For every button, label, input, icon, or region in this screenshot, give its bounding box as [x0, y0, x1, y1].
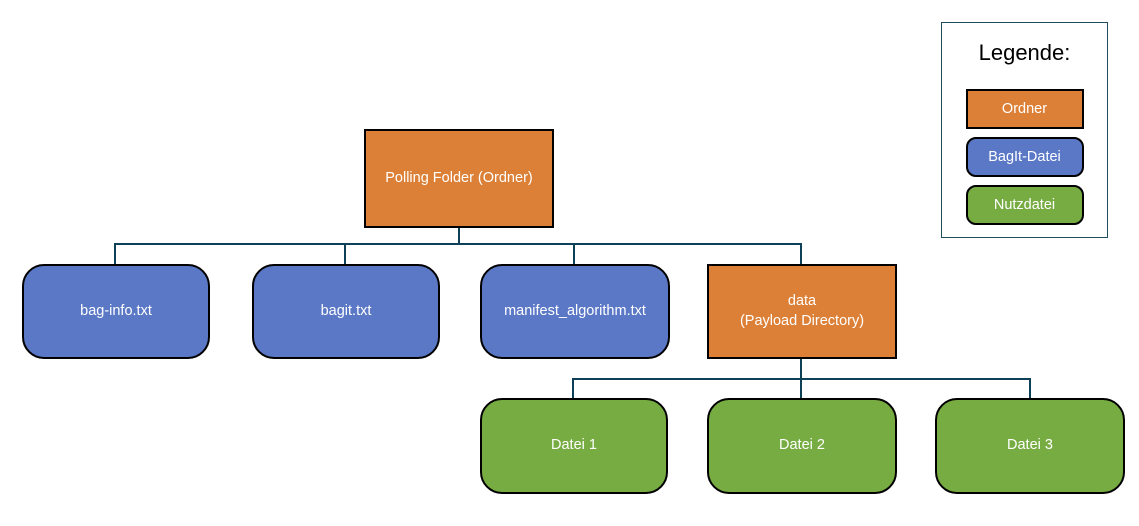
node-datei-1: Datei 1	[480, 398, 668, 494]
node-manifest-algorithm-txt-label: manifest_algorithm.txt	[504, 302, 646, 319]
connector-drop-bagit	[344, 243, 346, 264]
connector-data-stem	[800, 359, 802, 379]
connector-drop-datei2	[800, 378, 802, 398]
legend-item-ordner-label: Ordner	[1001, 101, 1048, 117]
connector-drop-datei3	[1029, 378, 1031, 398]
node-bag-info-txt: bag-info.txt	[22, 264, 210, 359]
legend-box: Legende: Ordner BagIt-Datei Nutzdatei	[941, 22, 1108, 238]
connector-root-stem	[458, 228, 460, 245]
node-data-payload-directory-label: data (Payload Directory)	[739, 292, 865, 329]
node-bagit-txt: bagit.txt	[252, 264, 440, 359]
node-data-payload-directory: data (Payload Directory)	[707, 264, 897, 359]
connector-drop-datei1	[572, 378, 574, 398]
connector-level1-rail	[114, 243, 802, 245]
legend-item-bagit-datei-label: BagIt-Datei	[988, 149, 1061, 165]
connector-drop-manifest	[573, 243, 575, 264]
legend-item-nutzdatei-label: Nutzdatei	[993, 197, 1056, 213]
legend-title: Legende:	[978, 40, 1071, 65]
node-datei-1-label: Datei 1	[551, 437, 597, 454]
connector-drop-data	[800, 243, 802, 264]
legend-item-nutzdatei: Nutzdatei	[965, 185, 1084, 225]
node-polling-folder: Polling Folder (Ordner)	[364, 129, 554, 228]
legend-item-bagit-datei: BagIt-Datei	[965, 137, 1084, 177]
node-datei-2: Datei 2	[707, 398, 897, 494]
node-manifest-algorithm-txt: manifest_algorithm.txt	[480, 264, 670, 359]
node-datei-3-label: Datei 3	[1007, 437, 1053, 454]
node-datei-2-label: Datei 2	[779, 437, 825, 454]
legend-item-ordner: Ordner	[965, 89, 1084, 129]
node-bag-info-txt-label: bag-info.txt	[80, 302, 152, 319]
node-bagit-txt-label: bagit.txt	[320, 302, 372, 319]
node-datei-3: Datei 3	[935, 398, 1125, 494]
node-polling-folder-label: Polling Folder (Ordner)	[385, 169, 533, 186]
connector-drop-bag-info	[114, 243, 116, 264]
